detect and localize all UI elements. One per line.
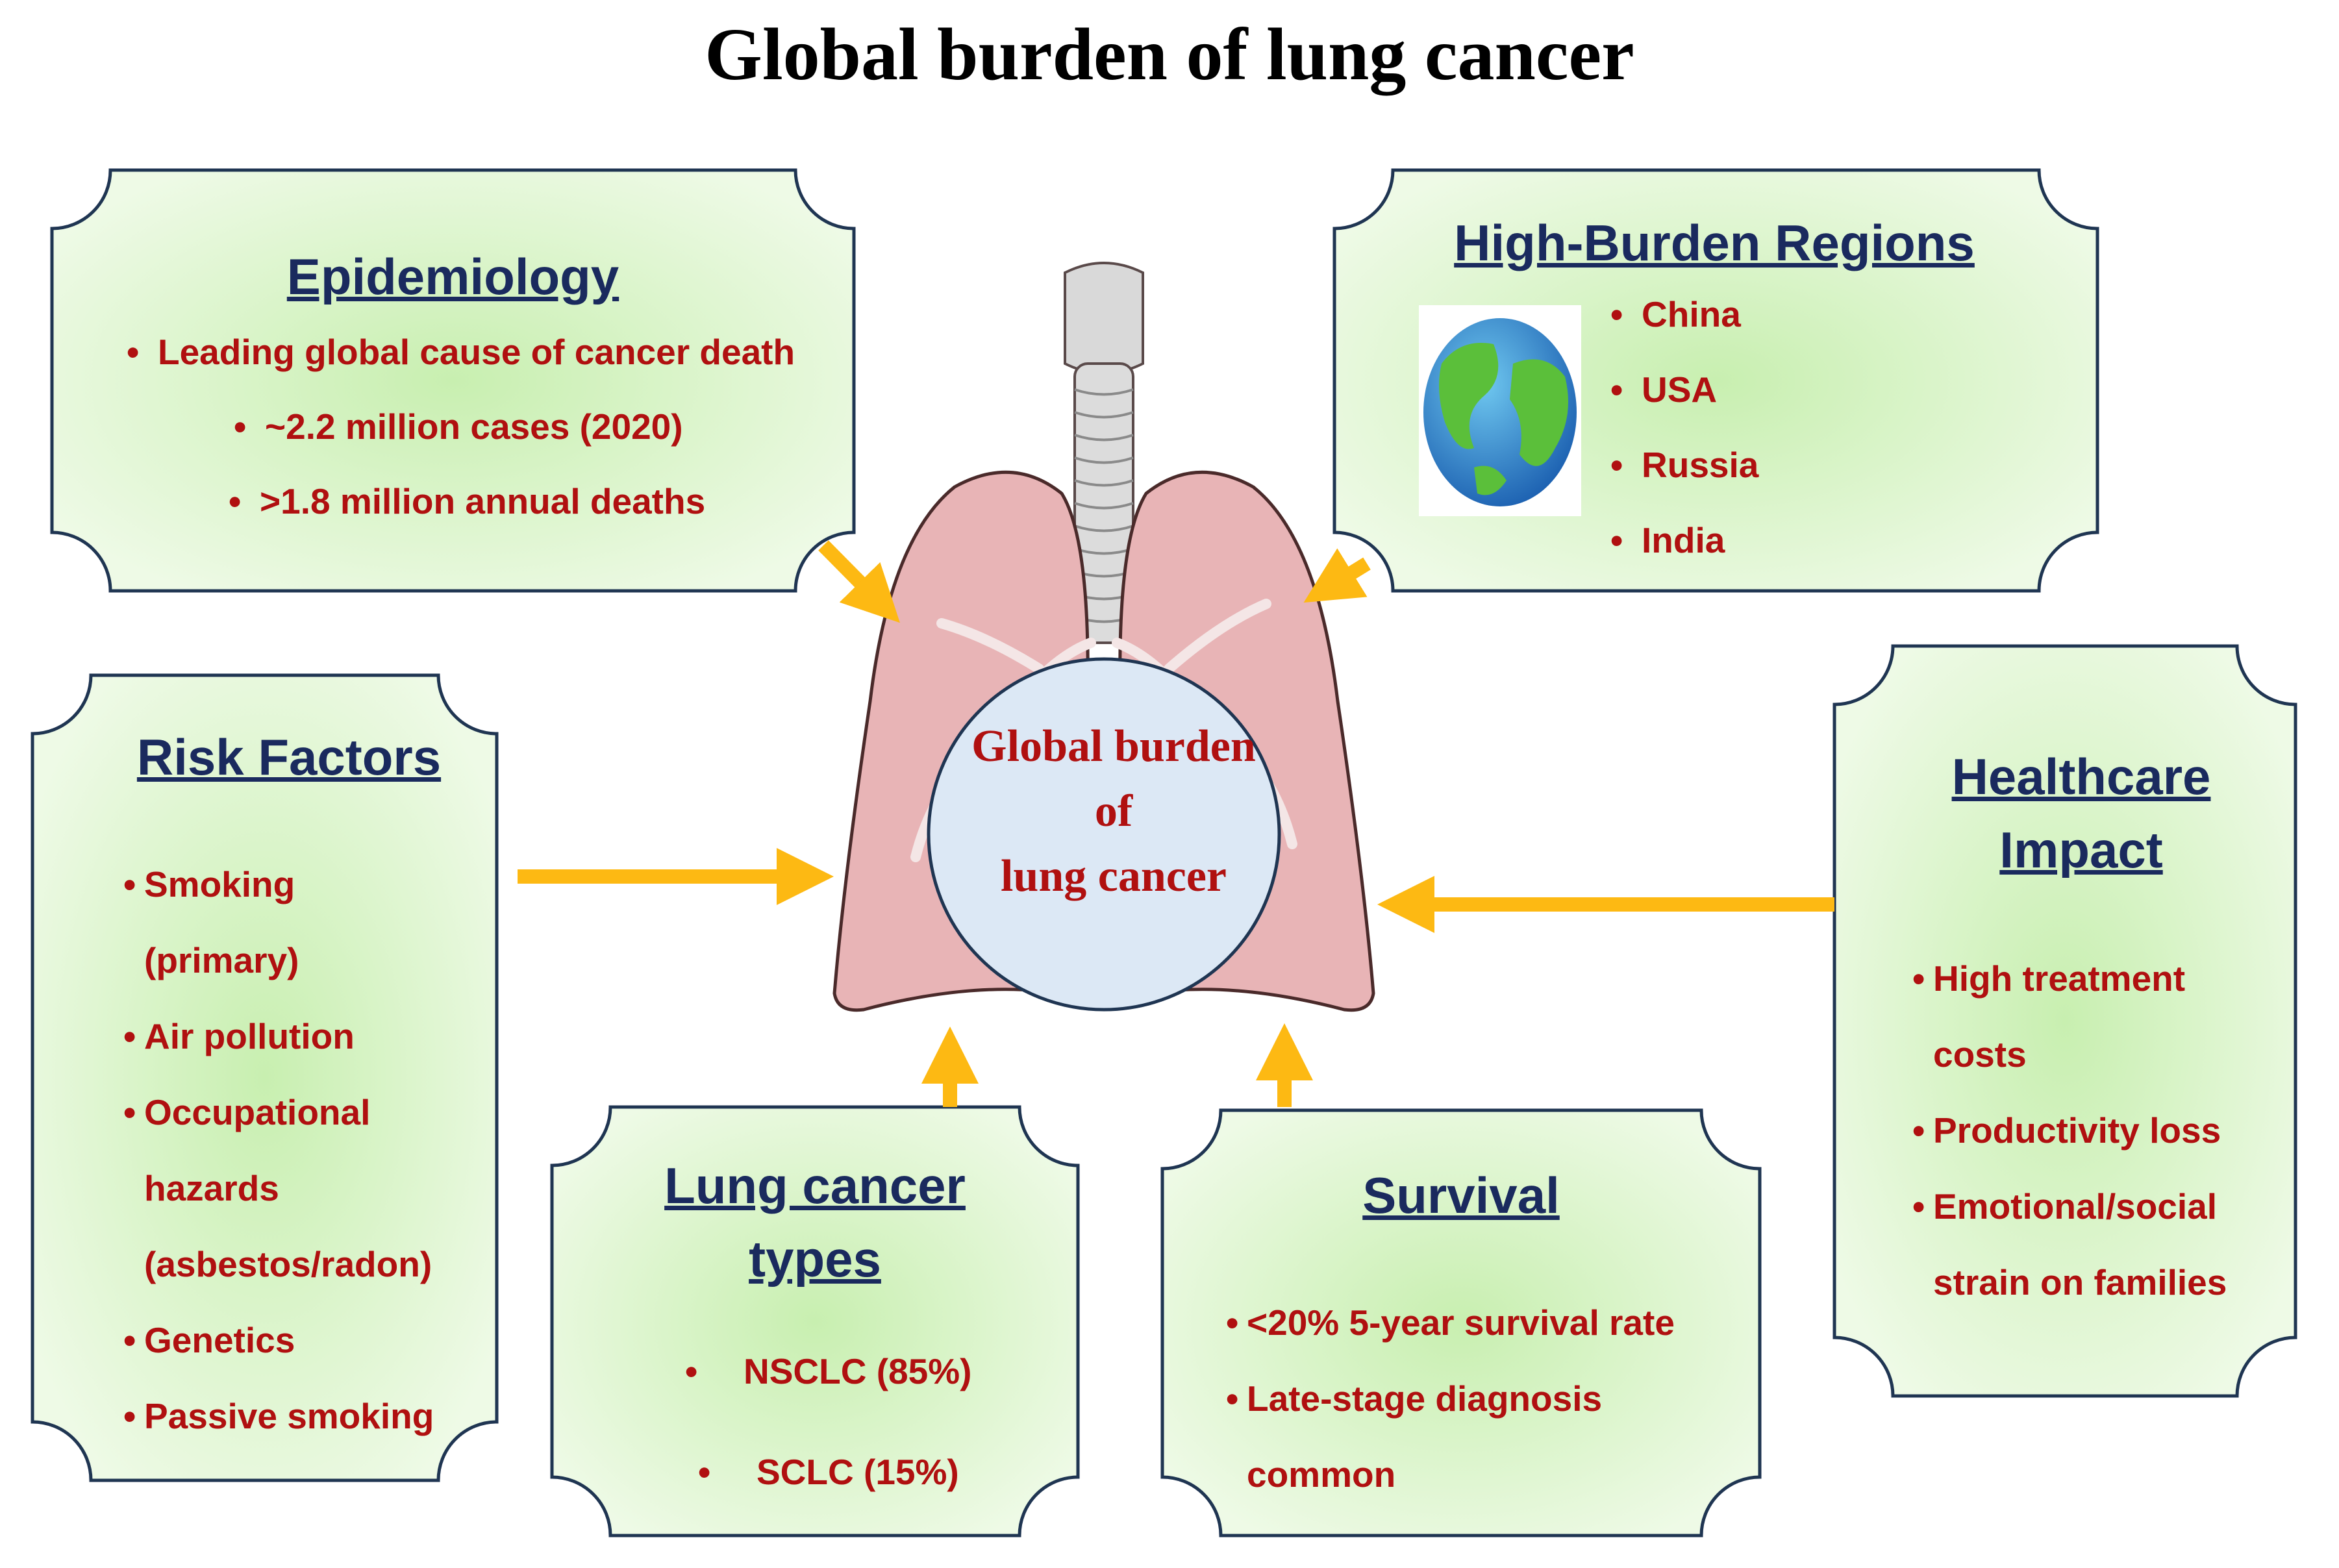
types-heading: types — [749, 1230, 881, 1288]
risk-item: •Passive smoking — [123, 1396, 434, 1436]
region-item: •USA — [1610, 369, 1718, 410]
healthcare-heading: Healthcare — [1951, 748, 2211, 805]
risk-item: •Occupational — [123, 1092, 371, 1132]
center-circle — [927, 657, 1281, 1012]
risk-factors-heading: Risk Factors — [136, 728, 442, 786]
center-label-line: lung cancer — [1000, 851, 1227, 901]
types-panel — [550, 1105, 1080, 1537]
survival-item-continuation: common — [1247, 1454, 1396, 1495]
epidemiology-item: •Leading global cause of cancer death — [127, 332, 795, 372]
healthcare-item: •Emotional/social — [1912, 1186, 2218, 1226]
arrow-epidemiology — [818, 540, 900, 623]
epidemiology-item: •~2.2 million cases (2020) — [234, 406, 683, 447]
epidemiology-panel — [50, 168, 856, 593]
type-item: •NSCLC (85%) — [685, 1351, 972, 1391]
survival-item: •Late-stage diagnosis — [1226, 1378, 1603, 1419]
healthcare-panel — [1832, 644, 2297, 1398]
survival-heading: Survival — [1362, 1167, 1560, 1224]
epidemiology-item: •>1.8 million annual deaths — [229, 481, 706, 521]
trachea — [1064, 262, 1144, 644]
risk-item-continuation: hazards — [144, 1168, 279, 1208]
risk-item: •Smoking — [123, 864, 295, 904]
risk-item-continuation: (primary) — [144, 940, 299, 980]
risk-item-continuation: (asbestos/radon) — [144, 1244, 432, 1284]
globe-icon — [1419, 305, 1581, 516]
risk-item: •Air pollution — [123, 1016, 355, 1056]
regions-heading: High-Burden Regions — [1454, 214, 1975, 271]
types-heading: Lung cancer — [664, 1157, 966, 1214]
type-item: •SCLC (15%) — [698, 1452, 959, 1492]
survival-item: •<20% 5-year survival rate — [1226, 1302, 1675, 1343]
risk-item: •Genetics — [123, 1320, 295, 1360]
healthcare-item-continuation: costs — [1933, 1034, 2027, 1075]
risk-factors-panel — [31, 673, 499, 1482]
page-title: Global burden of lung cancer — [705, 13, 1634, 95]
arrow-regions — [1303, 548, 1371, 603]
region-item: •Russia — [1610, 445, 1759, 485]
healthcare-item: •High treatment — [1912, 958, 2186, 999]
region-item: •China — [1610, 294, 1741, 334]
region-item: •India — [1610, 520, 1725, 560]
epidemiology-heading: Epidemiology — [286, 248, 619, 305]
center-label: Global burden of lung cancer — [925, 714, 1302, 909]
survival-panel — [1160, 1108, 1762, 1537]
center-label-line: of — [1094, 786, 1133, 836]
healthcare-heading: Impact — [1999, 821, 2163, 879]
healthcare-item: •Productivity loss — [1912, 1110, 2221, 1151]
center-label-line: Global burden — [971, 721, 1256, 771]
healthcare-item-continuation: strain on families — [1933, 1262, 2227, 1302]
